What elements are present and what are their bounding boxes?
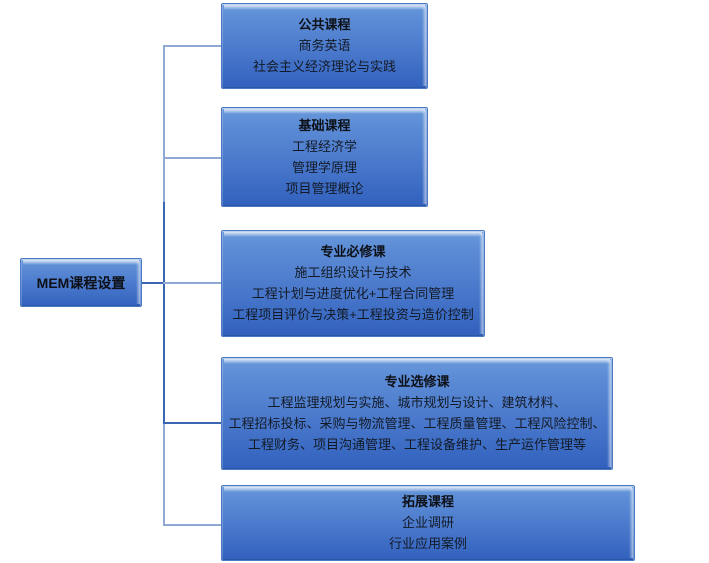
connector-trunk-bottom [163,422,165,525]
node-header: 公共课程 [298,17,351,32]
node-line: 工程计划与进度优化+工程合同管理 [251,286,455,301]
root-node-mem[interactable]: MEM课程设置 [20,258,142,307]
node-line: 社会主义经济理论与实践 [252,59,396,74]
node-header: 基础课程 [298,117,351,133]
node-line: 施工组织设计与技术 [294,265,412,280]
node-line: 项目管理概论 [285,180,364,196]
connector-branch-2 [163,157,222,159]
connector-trunk-top [163,45,165,202]
connector-branch-4 [163,422,222,424]
node-public-courses[interactable]: 公共课程 商务英语 社会主义经济理论与实践 [221,3,428,89]
connector-trunk-lower [163,282,165,424]
node-basic-courses[interactable]: 基础课程 工程经济学 管理学原理 项目管理概论 [221,107,428,207]
node-line: 工程监理规划与实施、城市规划与设计、建筑材料、 [267,395,567,410]
node-header: 专业选修课 [384,374,450,389]
node-major-required-courses[interactable]: 专业必修课 施工组织设计与技术 工程计划与进度优化+工程合同管理 工程项目评价与… [221,230,485,337]
connector-branch-3 [163,282,222,284]
node-line: 工程招标投标、采购与物流管理、工程质量管理、工程风险控制、 [228,416,606,431]
node-major-elective-courses[interactable]: 专业选修课 工程监理规划与实施、城市规划与设计、建筑材料、 工程招标投标、采购与… [221,357,613,470]
node-header: 拓展课程 [401,494,454,509]
connector-branch-1 [163,45,222,47]
node-line: 企业调研 [401,515,454,530]
root-node-label: MEM课程设置 [36,274,126,291]
connector-branch-5 [163,524,222,526]
connector-trunk-upper [163,200,165,284]
node-line: 行业应用案例 [388,536,467,551]
node-line: 工程经济学 [291,138,357,154]
node-extension-courses[interactable]: 拓展课程 企业调研 行业应用案例 [221,485,635,561]
node-line: 商务英语 [298,38,351,53]
node-header: 专业必修课 [320,244,386,259]
node-line: 管理学原理 [291,159,357,175]
node-line: 工程项目评价与决策+工程投资与造价控制 [232,307,474,322]
connector-root-stub [142,282,166,284]
node-line: 工程财务、项目沟通管理、工程设备维护、生产运作管理等 [247,437,586,452]
